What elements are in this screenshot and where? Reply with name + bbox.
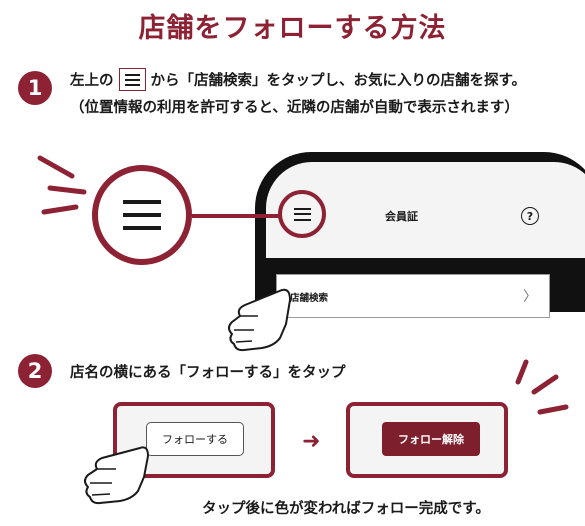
unfollow-button[interactable]: フォロー解除 xyxy=(382,422,480,456)
step-2-instruction: 店名の横にある「フォローする」をタップ xyxy=(70,365,346,381)
page-title: 店舗をフォローする方法 xyxy=(138,13,447,44)
chevron-right-icon: 〉 xyxy=(523,289,537,305)
pointing-hand-icon xyxy=(228,288,291,352)
magnified-menu-icon xyxy=(92,165,192,265)
hamburger-icon xyxy=(293,207,311,221)
arrow-right-icon: ➜ xyxy=(302,429,321,454)
step-1-badge: 1 xyxy=(18,71,52,105)
completion-note: タップ後に色が変わればフォロー完成です。 xyxy=(202,501,490,517)
help-icon[interactable]: ? xyxy=(521,207,539,225)
hamburger-menu-icon xyxy=(118,68,146,91)
menu-item-store-search[interactable] xyxy=(276,274,550,318)
zoom-connector-line xyxy=(192,214,280,218)
emphasis-lines-left-icon xyxy=(37,155,87,215)
phone-header-title: 会員証 xyxy=(385,210,418,223)
phone-menu-button[interactable] xyxy=(278,190,326,238)
pointing-hand-icon-2 xyxy=(84,446,149,505)
step-2-badge: 2 xyxy=(18,354,52,388)
emphasis-lines-right-icon xyxy=(515,359,569,415)
step-1-text-after: から「店舗検索」をタップし、お気に入りの店舗を探す。 xyxy=(150,73,527,89)
step-1-note: （位置情報の利用を許可すると、近隣の店舗が自動で表示されます） xyxy=(70,100,519,116)
menu-item-store-search-label: 店舗検索 xyxy=(290,293,329,304)
step-1-instruction: 左上の から「店舗検索」をタップし、お気に入りの店舗を探す。 xyxy=(70,68,526,91)
follow-button[interactable]: フォローする xyxy=(146,422,244,456)
step-1-text-before: 左上の xyxy=(70,73,114,89)
